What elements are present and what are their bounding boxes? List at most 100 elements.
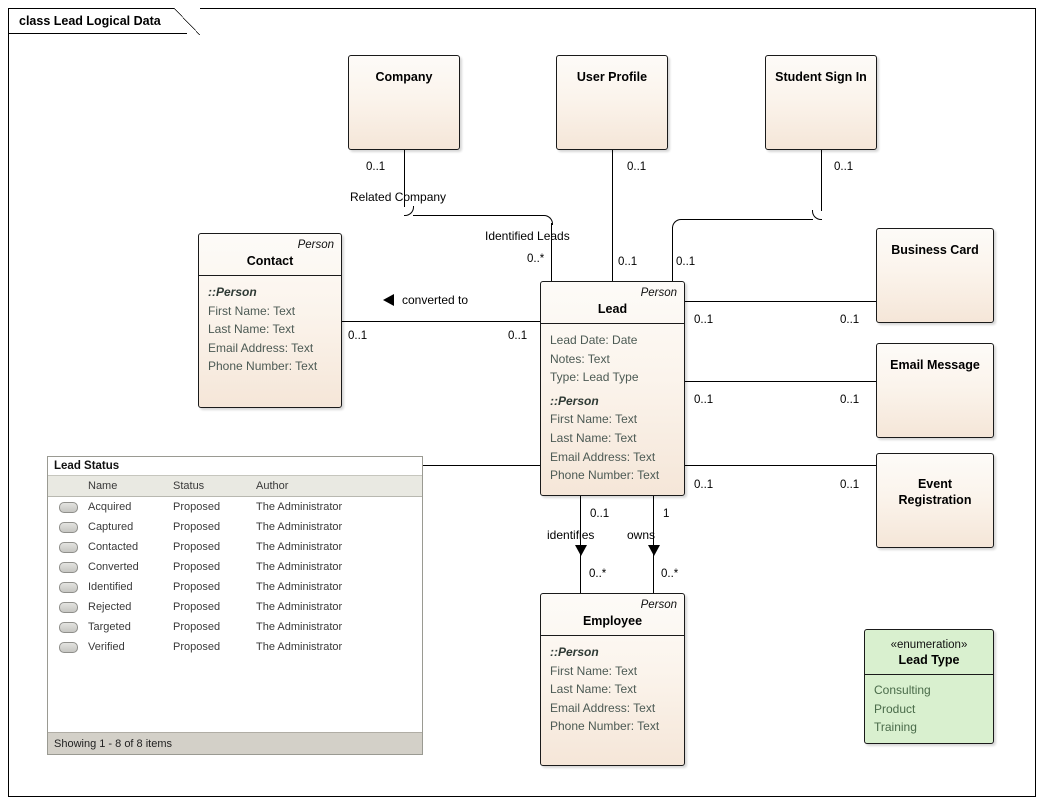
class-node-lead[interactable]: Person Lead Lead Date: Date Notes: Text … bbox=[540, 281, 685, 496]
enum-literal-consulting: Consulting bbox=[874, 683, 931, 697]
attribute-inherited-marker: ::Person bbox=[550, 393, 599, 408]
class-node-business-card[interactable]: Business Card bbox=[876, 228, 994, 323]
table-row[interactable]: Verified Proposed The Administrator bbox=[48, 637, 422, 657]
attribute-email-address: Email Address: Text bbox=[208, 340, 314, 355]
cell-name: Verified bbox=[88, 641, 125, 653]
connector-company-segment-right bbox=[413, 215, 544, 217]
class-node-contact[interactable]: Person Contact ::Person First Name: Text… bbox=[198, 233, 342, 408]
column-header-author[interactable]: Author bbox=[256, 480, 289, 492]
lead-status-panel[interactable]: Lead Status Name Status Author Acquired … bbox=[47, 456, 423, 755]
class-node-contact-header: Person Contact bbox=[199, 234, 341, 275]
cell-status: Proposed bbox=[173, 561, 221, 573]
table-row[interactable]: Contacted Proposed The Administrator bbox=[48, 537, 422, 557]
cell-author: The Administrator bbox=[256, 521, 343, 533]
attribute-phone-number: Phone Number: Text bbox=[550, 468, 660, 483]
connector-contact-lead bbox=[342, 321, 541, 323]
cell-name: Targeted bbox=[88, 621, 131, 633]
class-node-employee-header: Person Employee bbox=[541, 594, 684, 635]
status-pill-icon bbox=[48, 541, 88, 553]
class-node-student-sign-in-title: Student Sign In bbox=[775, 70, 867, 84]
mult-owns-source: 1 bbox=[663, 508, 670, 520]
class-node-contact-separator bbox=[199, 275, 341, 276]
class-node-event-registration[interactable]: Event Registration bbox=[876, 453, 994, 548]
enumeration-node-lead-type-separator bbox=[865, 674, 993, 675]
mult-lead-emailmessage-target: 0..1 bbox=[840, 394, 860, 406]
mult-owns-target: 0..* bbox=[661, 568, 679, 580]
cell-status: Proposed bbox=[173, 621, 221, 633]
cell-status: Proposed bbox=[173, 641, 221, 653]
attribute-lead-date: Lead Date: Date bbox=[550, 333, 638, 347]
connector-lead-businesscard bbox=[684, 301, 876, 303]
cell-author: The Administrator bbox=[256, 581, 343, 593]
mult-lead-emailmessage-source: 0..1 bbox=[694, 394, 714, 406]
table-row[interactable]: Acquired Proposed The Administrator bbox=[48, 497, 422, 517]
class-node-email-message[interactable]: Email Message bbox=[876, 343, 994, 438]
table-row[interactable]: Captured Proposed The Administrator bbox=[48, 517, 422, 537]
cell-status: Proposed bbox=[173, 541, 221, 553]
mult-lead-businesscard-target: 0..1 bbox=[840, 314, 860, 326]
cell-status: Proposed bbox=[173, 521, 221, 533]
attribute-inherited-marker: ::Person bbox=[550, 645, 599, 659]
class-node-employee-stereotype: Person bbox=[640, 599, 677, 611]
mult-lead-businesscard-source: 0..1 bbox=[694, 314, 714, 326]
cell-name: Rejected bbox=[88, 601, 132, 613]
lead-status-panel-title: Lead Status bbox=[48, 457, 422, 476]
class-node-lead-header: Person Lead bbox=[541, 282, 684, 323]
class-node-employee[interactable]: Person Employee ::Person First Name: Tex… bbox=[540, 593, 685, 766]
class-node-user-profile[interactable]: User Profile bbox=[556, 55, 668, 150]
mult-userprofile-target: 0..1 bbox=[618, 256, 638, 268]
column-header-name[interactable]: Name bbox=[88, 480, 118, 492]
enumeration-node-lead-type-literals: Consulting Product Training bbox=[865, 675, 993, 745]
diagram-frame-label: class Lead Logical Data bbox=[8, 7, 200, 35]
table-row[interactable]: Converted Proposed The Administrator bbox=[48, 557, 422, 577]
cell-author: The Administrator bbox=[256, 641, 343, 653]
class-node-contact-title: Contact bbox=[246, 254, 294, 268]
attribute-phone-number: Phone Number: Text bbox=[550, 719, 660, 734]
mult-lead-eventreg-target: 0..1 bbox=[840, 479, 860, 491]
attribute-email-address: Email Address: Text bbox=[550, 700, 656, 715]
table-row[interactable]: Targeted Proposed The Administrator bbox=[48, 617, 422, 637]
status-pill-icon bbox=[48, 501, 88, 513]
column-header-status[interactable]: Status bbox=[173, 480, 205, 492]
arrow-owns bbox=[648, 545, 660, 556]
cell-status: Proposed bbox=[173, 601, 221, 613]
arrow-identifies bbox=[575, 545, 587, 556]
status-pill-icon bbox=[48, 641, 88, 653]
attribute-first-name: First Name: Text bbox=[550, 412, 638, 427]
enumeration-node-lead-type[interactable]: «enumeration» Lead Type Consulting Produ… bbox=[864, 629, 994, 744]
class-node-email-message-title: Email Message bbox=[890, 358, 980, 372]
class-node-lead-stereotype: Person bbox=[640, 287, 677, 299]
mult-studentsignin-target: 0..1 bbox=[676, 256, 696, 268]
mult-contact-target: 0..1 bbox=[508, 330, 528, 342]
attribute-inherited-marker: ::Person bbox=[208, 285, 257, 299]
status-pill-icon bbox=[48, 521, 88, 533]
cell-name: Converted bbox=[88, 561, 139, 573]
table-row[interactable]: Rejected Proposed The Administrator bbox=[48, 597, 422, 617]
connector-company-segment-down bbox=[404, 150, 406, 207]
enum-literal-training: Training bbox=[874, 720, 917, 734]
connector-leadstatus-lead bbox=[422, 465, 541, 467]
cell-name: Identified bbox=[88, 581, 133, 593]
class-node-student-sign-in-header: Student Sign In bbox=[766, 56, 876, 91]
class-node-company[interactable]: Company bbox=[348, 55, 460, 150]
cell-author: The Administrator bbox=[256, 561, 343, 573]
class-node-user-profile-title: User Profile bbox=[576, 70, 648, 84]
class-node-contact-stereotype: Person bbox=[297, 239, 334, 251]
table-row[interactable]: Identified Proposed The Administrator bbox=[48, 577, 422, 597]
arrow-converted-to bbox=[383, 294, 394, 306]
cell-author: The Administrator bbox=[256, 541, 343, 553]
class-node-business-card-header: Business Card bbox=[877, 229, 993, 264]
connector-userprofile-segment bbox=[612, 150, 614, 281]
enumeration-node-lead-type-title: Lead Type bbox=[898, 653, 960, 667]
role-label-identifies: identifies bbox=[547, 528, 595, 542]
mult-identifies-target: 0..* bbox=[589, 568, 607, 580]
class-node-event-registration-title-line2: Registration bbox=[898, 493, 972, 507]
class-node-email-message-header: Email Message bbox=[877, 344, 993, 379]
class-node-student-sign-in[interactable]: Student Sign In bbox=[765, 55, 877, 150]
connector-studentsignin-segment-down2 bbox=[672, 227, 674, 281]
attribute-last-name: Last Name: Text bbox=[208, 322, 295, 337]
connector-studentsignin-corner-2 bbox=[672, 219, 682, 229]
class-node-event-registration-title-line1: Event bbox=[917, 477, 953, 491]
mult-company-source: 0..1 bbox=[366, 161, 386, 173]
role-label-identified-leads: Identified Leads bbox=[485, 229, 570, 243]
